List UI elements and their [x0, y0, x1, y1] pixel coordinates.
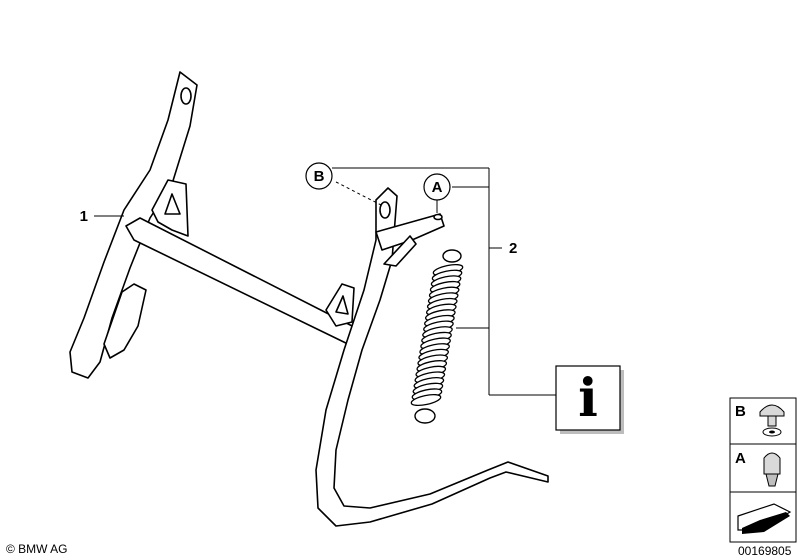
info-icon: i — [578, 368, 598, 429]
callout-1: 1 — [80, 208, 88, 225]
center-stand-frame — [69, 71, 549, 527]
arrow-icon — [737, 503, 792, 534]
tension-spring — [410, 249, 464, 424]
callout-b-circle: B — [305, 162, 333, 190]
diagram-number: 00169805 — [738, 544, 792, 558]
info-box: i — [555, 365, 624, 434]
spring-bottom-hook — [414, 408, 436, 424]
pin-a-marker — [433, 213, 443, 221]
callout-2: 2 — [509, 240, 517, 257]
plug-a-icon — [763, 452, 781, 487]
callout-leaders — [94, 167, 556, 396]
legend-panel: B A — [729, 397, 797, 543]
callout-b-label: B — [314, 168, 325, 185]
legend-a-label: A — [735, 450, 746, 467]
copyright: © BMW AG — [6, 542, 68, 556]
spring-top-hook — [442, 249, 462, 263]
callout-a-label: A — [432, 179, 443, 196]
rivet-b-icon — [759, 404, 785, 437]
spring-coil — [410, 393, 442, 407]
callout-a-circle: A — [423, 173, 451, 201]
legend-b-label: B — [735, 403, 746, 420]
